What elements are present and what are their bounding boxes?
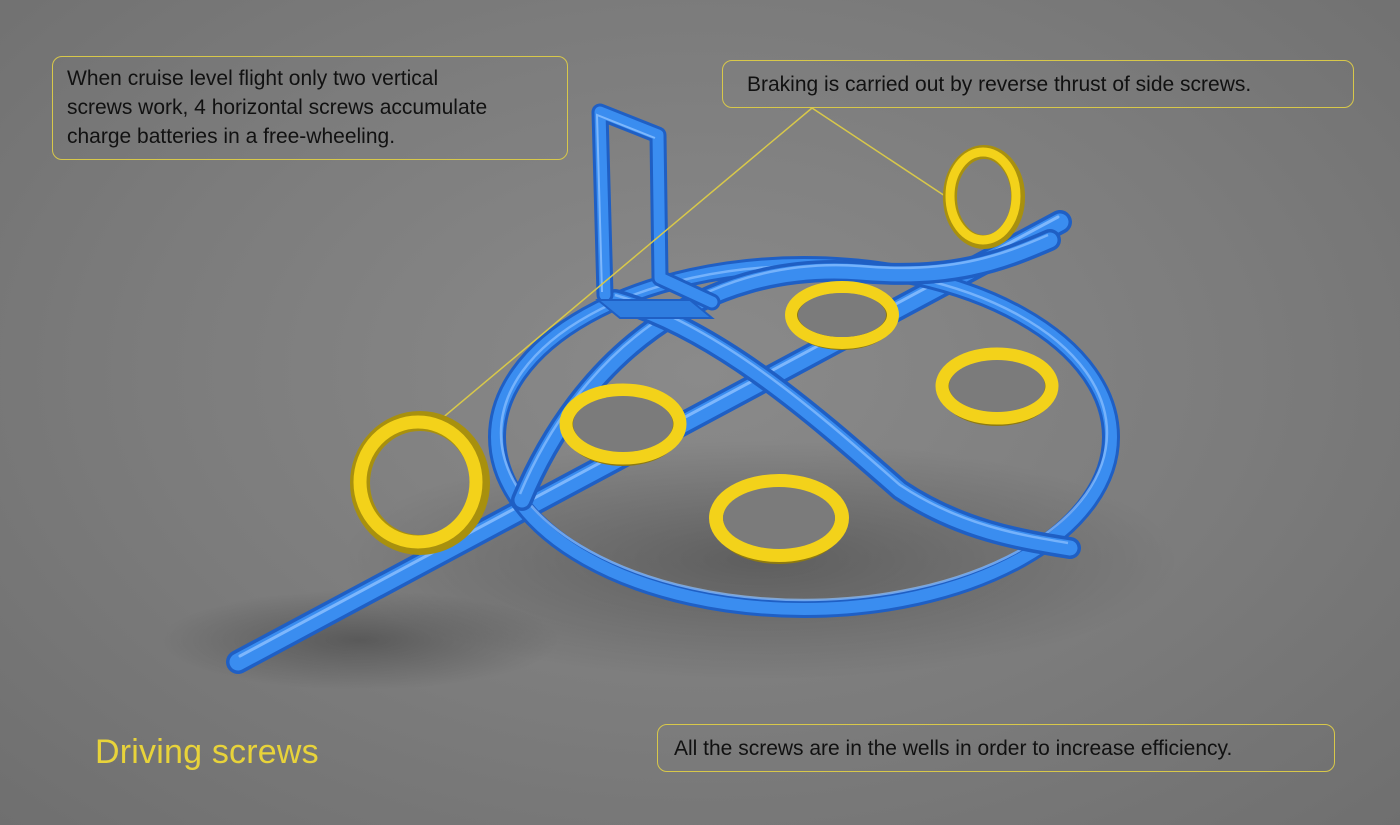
callout-cruise-flight: When cruise level flight only two vertic…	[52, 56, 568, 160]
fin-base-plate	[595, 299, 715, 319]
diagonal-strut	[604, 289, 1081, 559]
screw-rear-center	[785, 281, 899, 350]
screw-vertical-left	[350, 411, 490, 555]
screw-left-center	[559, 383, 687, 466]
screw-front-center	[709, 474, 849, 564]
ground-shadow-tail	[160, 590, 560, 690]
leader-lines	[439, 107, 949, 421]
vertical-fin	[591, 103, 721, 311]
callout-wells-efficiency: All the screws are in the wells in order…	[657, 724, 1335, 772]
diagram-caption: Driving screws	[95, 733, 319, 771]
screw-right	[935, 347, 1059, 426]
callout-braking: Braking is carried out by reverse thrust…	[722, 60, 1354, 108]
screw-vertical-right	[943, 145, 1025, 249]
